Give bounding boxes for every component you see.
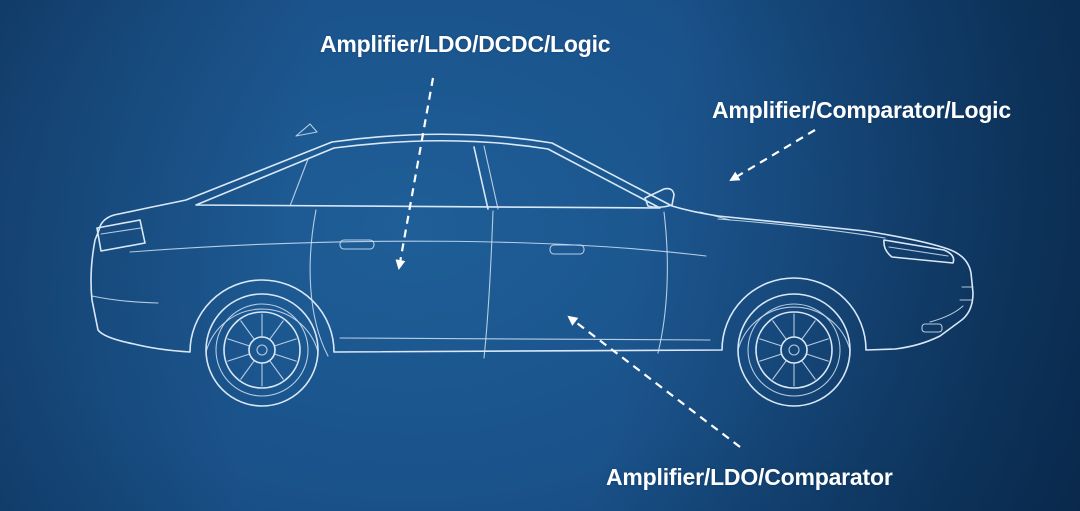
car-body-outline	[90, 123, 974, 359]
taillight	[96, 219, 146, 252]
arrow-right-icon	[729, 129, 816, 182]
rear-wheel	[205, 293, 319, 407]
fog-light	[921, 323, 943, 333]
antenna-fin	[295, 123, 318, 137]
arrow-top-icon	[395, 77, 435, 270]
annotation-label-bottom: Amplifier/LDO/Comparator	[606, 464, 893, 490]
headlight	[883, 239, 955, 264]
front-wheel	[737, 293, 851, 407]
door-handle	[549, 244, 585, 255]
side-mirror	[644, 187, 675, 209]
annotation-arrows	[395, 77, 816, 448]
door-handle	[339, 239, 375, 250]
arrow-bottom-icon	[567, 315, 741, 448]
annotation-label-right: Amplifier/Comparator/Logic	[712, 97, 1011, 123]
annotation-label-top: Amplifier/LDO/DCDC/Logic	[320, 31, 611, 57]
